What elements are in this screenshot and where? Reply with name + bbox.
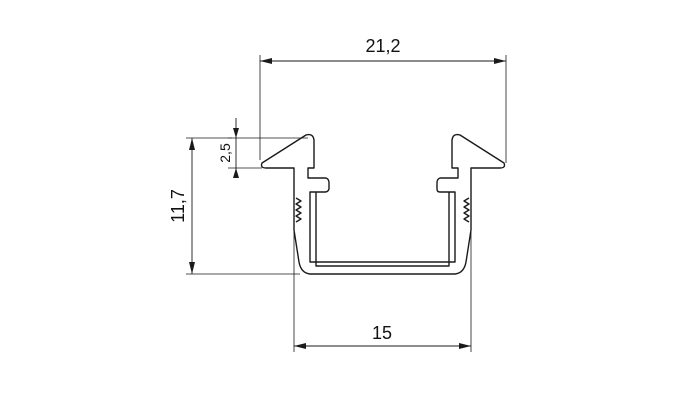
arrow-bottom bbox=[189, 262, 195, 274]
arrow-left bbox=[260, 58, 272, 64]
arrow-bottom bbox=[233, 168, 239, 178]
lip-height-label: 2,5 bbox=[217, 143, 233, 163]
dimension-total-height: 11,7 bbox=[168, 137, 300, 275]
inner-width-label: 15 bbox=[372, 323, 392, 343]
arrow-right bbox=[494, 58, 506, 64]
profile-inner-channel bbox=[315, 192, 450, 267]
aluminium-profile-outline bbox=[260, 133, 506, 275]
arrow-right bbox=[459, 343, 471, 349]
arrow-left bbox=[294, 343, 306, 349]
left-serration-teeth bbox=[295, 197, 302, 223]
arrow-top bbox=[189, 138, 195, 150]
overall-width-label: 21,2 bbox=[365, 36, 400, 56]
profile-outer-contour bbox=[260, 133, 506, 275]
dimension-inner-width: 15 bbox=[293, 232, 472, 352]
arrow-top bbox=[233, 128, 239, 138]
dimension-lip-height: 2,5 bbox=[217, 118, 308, 178]
right-serration-teeth bbox=[463, 197, 470, 223]
total-height-label: 11,7 bbox=[168, 189, 188, 223]
dimension-overall-width: 21,2 bbox=[259, 36, 507, 163]
